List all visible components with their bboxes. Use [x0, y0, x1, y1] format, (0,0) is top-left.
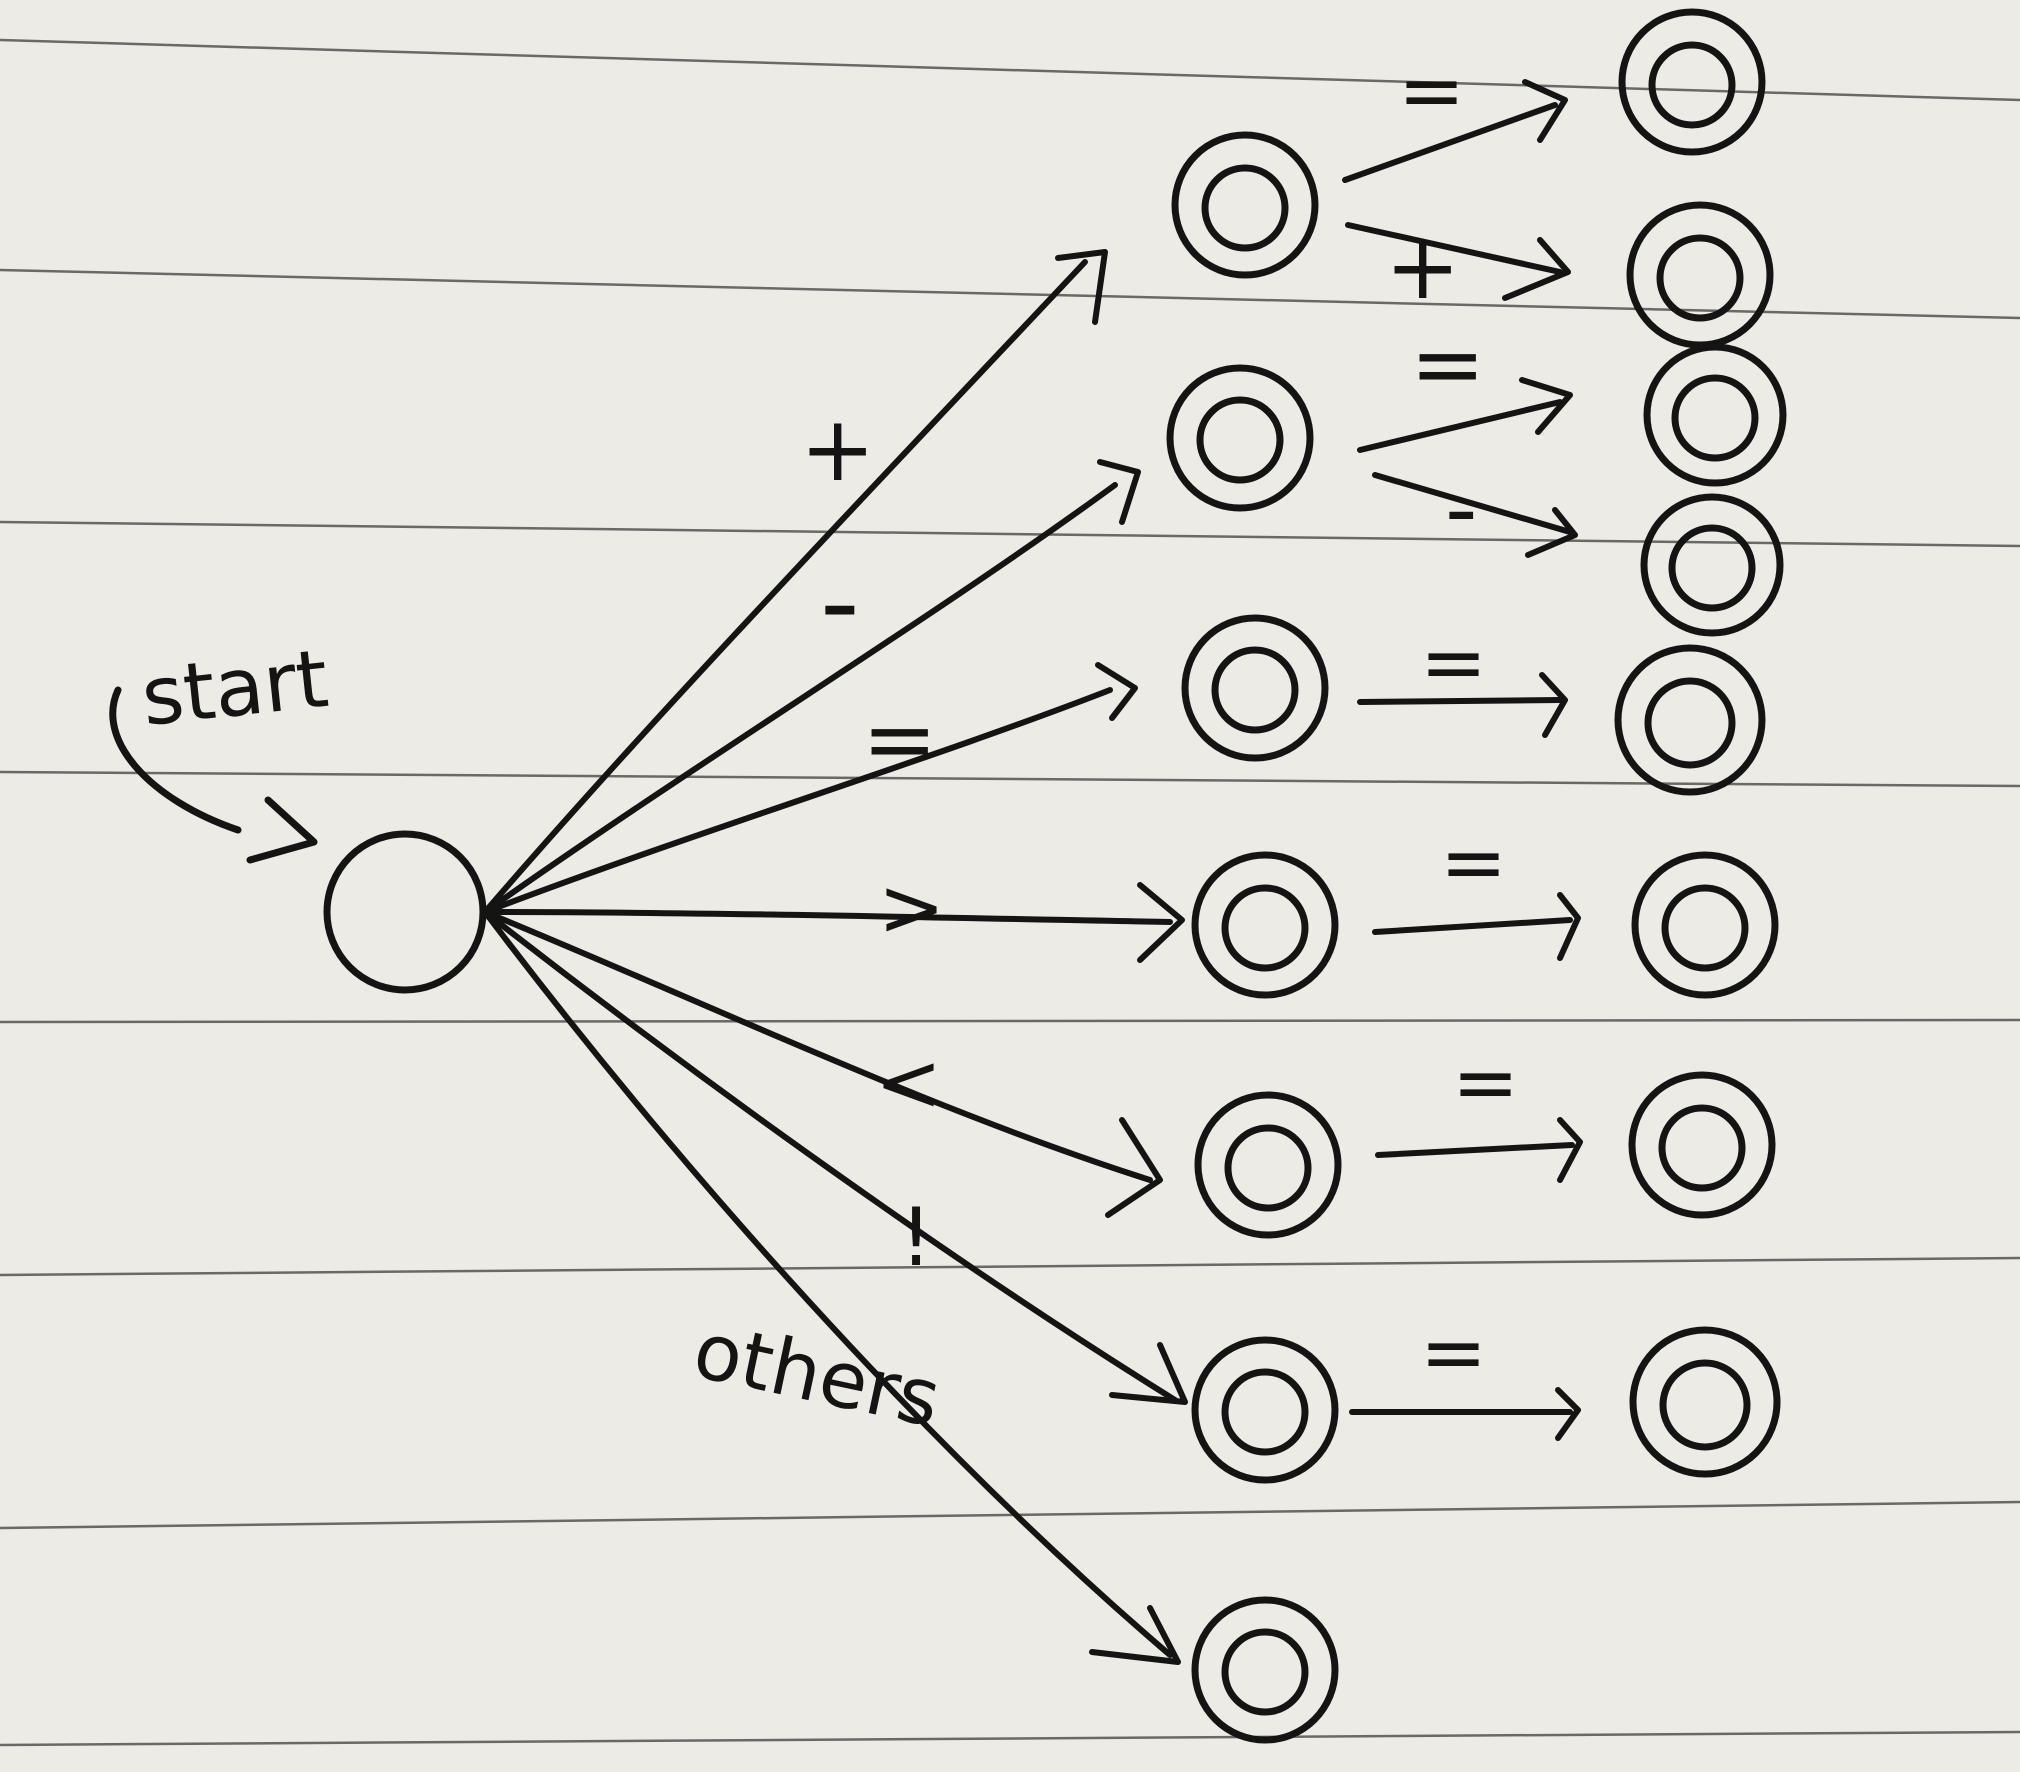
arrowhead: [1137, 882, 1185, 963]
state-gt-eq: [1631, 851, 1779, 999]
arrowhead: [1539, 672, 1568, 738]
edge-equals: [482, 687, 1113, 915]
arrowhead: [1557, 892, 1581, 961]
edge-bang: [482, 909, 1178, 1403]
first-level-edges: [482, 249, 1188, 1665]
label-minus-minus: -: [1445, 457, 1477, 562]
edge-plus-eq: [1342, 102, 1558, 183]
state-bang: [1191, 1336, 1339, 1484]
edge-less: [482, 909, 1153, 1183]
arrowhead: [1557, 1117, 1583, 1183]
state-minus: [1166, 364, 1314, 512]
start-label: start: [137, 632, 332, 744]
arrowhead: [1525, 507, 1578, 558]
edge-greater: [482, 909, 1173, 925]
arrowhead: [1519, 377, 1573, 435]
label-others: others: [686, 1306, 948, 1446]
state-plus: [1171, 131, 1319, 279]
arrowhead: [1109, 1342, 1188, 1405]
right-states: [1614, 8, 1787, 1478]
arrowhead: [1089, 1605, 1181, 1665]
label-eq-eq: =: [1420, 616, 1487, 709]
arrowhead: [1555, 1387, 1581, 1441]
ruled-line: [0, 1017, 2020, 1024]
ruled-line: [0, 1256, 2020, 1277]
state-equals: [1181, 614, 1329, 762]
edge-gt-eq: [1372, 917, 1573, 935]
label-plus-plus: +: [1385, 215, 1460, 320]
second-level-edges: [1342, 79, 1583, 1441]
label-bang: !: [900, 1191, 932, 1284]
arrowhead: [1097, 459, 1141, 525]
label-less: <: [875, 1036, 942, 1129]
ruled-line: [0, 268, 2020, 320]
label-minus-eq: =: [1410, 312, 1485, 417]
state-plus-plus: [1626, 201, 1774, 349]
edge-minus-minus: [1372, 472, 1573, 535]
state-less: [1194, 1091, 1342, 1239]
state-minus-eq: [1643, 343, 1787, 487]
arrowhead: [1522, 79, 1568, 143]
arrowhead: [1055, 249, 1108, 325]
label-equals: =: [862, 687, 937, 792]
start-marker: start: [109, 632, 332, 864]
first-level-labels: + - = > < ! others: [686, 397, 948, 1445]
label-lt-eq: =: [1452, 1036, 1519, 1129]
edge-minus-eq: [1357, 399, 1563, 453]
state-plus-eq: [1618, 8, 1766, 156]
start-arrowhead: [246, 796, 318, 864]
label-minus: -: [820, 538, 860, 666]
second-level-labels: = + = - = = = =: [1385, 44, 1519, 1399]
arrowhead: [1095, 662, 1138, 721]
state-minus-minus: [1640, 493, 1784, 637]
edge-eq-eq: [1357, 697, 1563, 705]
state-bang-eq: [1629, 1326, 1781, 1478]
arrowhead: [1502, 237, 1571, 301]
ruled-line: [0, 38, 2020, 102]
label-gt-eq: =: [1440, 816, 1507, 909]
arrowhead: [1105, 1117, 1163, 1218]
edge-plus-plus: [1345, 222, 1563, 275]
label-plus-eq: =: [1398, 44, 1465, 137]
edge-plus: [482, 259, 1088, 915]
label-greater: >: [878, 861, 945, 954]
label-bang-eq: =: [1420, 1306, 1487, 1399]
start-arrow: [109, 686, 242, 834]
ruled-line: [0, 1730, 2020, 1747]
middle-states: [1166, 131, 1342, 1744]
start-state: [323, 830, 487, 994]
edge-minus: [482, 482, 1118, 915]
label-plus: +: [800, 397, 875, 502]
state-greater: [1191, 851, 1339, 999]
state-eq-eq: [1614, 644, 1766, 796]
state-lt-eq: [1628, 1071, 1776, 1219]
edge-others: [482, 909, 1173, 1658]
edge-lt-eq: [1375, 1142, 1575, 1158]
state-others: [1191, 1596, 1339, 1744]
